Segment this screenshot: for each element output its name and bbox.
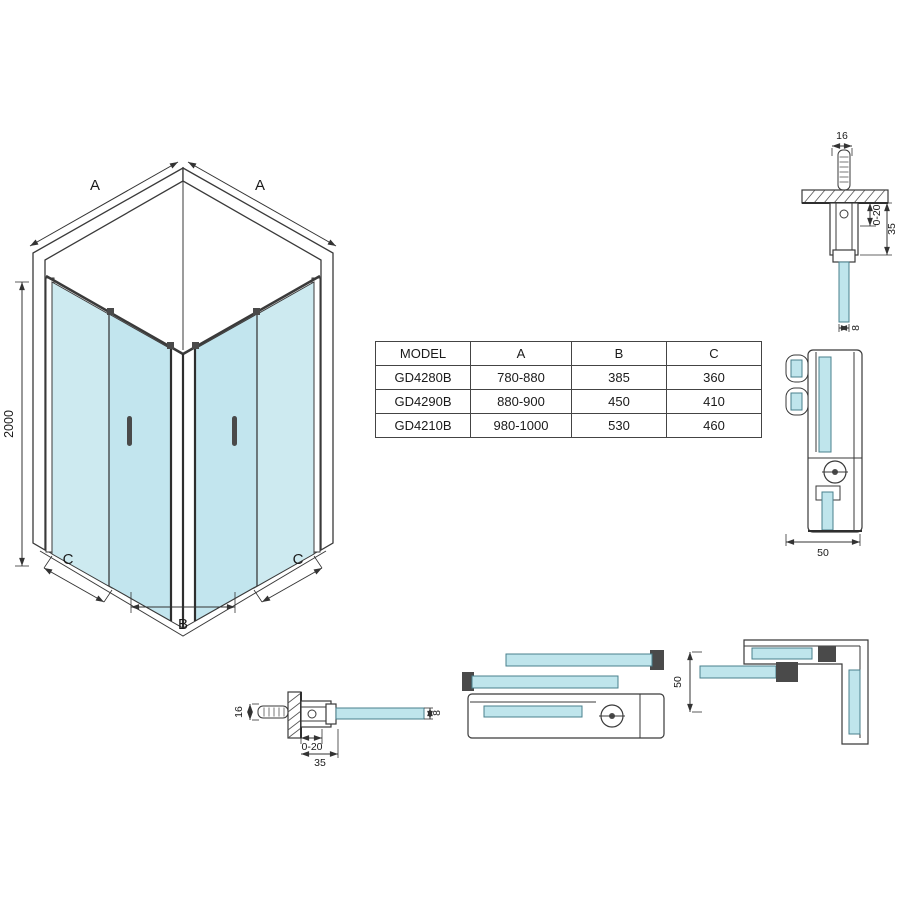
detail-roller-profile-side: 50 (785, 349, 863, 559)
roller-icon (107, 308, 114, 315)
table-header-cell: MODEL (375, 341, 471, 366)
glass-section (483, 705, 583, 718)
glass-section (751, 647, 813, 660)
dim-label-depth: 35 (886, 223, 898, 235)
ext-line (313, 555, 323, 569)
glass-section (335, 707, 425, 720)
dim-label-C-right: C (293, 551, 304, 568)
sliding-door-right (194, 313, 258, 622)
fixed-panel-right (253, 281, 315, 589)
isometric-view (32, 166, 334, 637)
dim-label-adjust: 0-20 (871, 204, 883, 225)
screw-icon (307, 709, 317, 719)
dim-label-profile-width: 50 (817, 547, 829, 559)
dim-label-profile-width: 50 (672, 676, 684, 688)
anchor-ribs (839, 156, 849, 183)
table-cell: 980-1000 (470, 413, 572, 438)
table-header-cell: C (666, 341, 762, 366)
door-handle-right (232, 416, 237, 446)
ext-line (43, 555, 53, 569)
table-header-cell: A (470, 341, 572, 366)
dim-line-A-right (187, 161, 337, 247)
table-cell: 385 (571, 365, 667, 390)
roller-icon (192, 342, 199, 349)
detail-door-overlap-plan (462, 650, 665, 739)
table-cell: GD4290B (375, 389, 471, 414)
detail-wall-bracket-plan: 16 0-20 35 (233, 691, 443, 769)
dim-line-A-left (29, 161, 179, 247)
top-rail-left (45, 274, 184, 356)
dim-label-height: 2000 (2, 410, 16, 438)
corner-connector (818, 646, 836, 662)
roller-icon (253, 308, 260, 315)
glass-section (471, 675, 619, 689)
table-cell: 450 (571, 389, 667, 414)
dim-label-B: B (178, 616, 188, 633)
glass-section (848, 669, 861, 735)
dim-label-glass: 8 (431, 710, 443, 716)
glass-section (505, 653, 653, 667)
dim-label-C-left: C (63, 551, 74, 568)
wall-hatch (287, 692, 302, 739)
anchor-ribs (263, 707, 285, 717)
profile-end-cap (650, 650, 664, 670)
dim-label-A-right: A (255, 177, 265, 194)
iso-dimensions: A A 2000 C C B (2, 161, 337, 633)
glass-clamp (832, 249, 856, 263)
dim-label-anchor-width: 16 (836, 130, 848, 142)
ext-line (253, 589, 263, 603)
ext-line (103, 589, 113, 603)
dim-line-C-left (43, 567, 105, 603)
glass-section (838, 261, 850, 323)
table-cell: 880-900 (470, 389, 572, 414)
dim-line-C-right (261, 567, 323, 603)
table-row: GD4210B 980-1000 530 460 (375, 413, 762, 438)
table-header-cell: B (571, 341, 667, 366)
wall-section (287, 691, 302, 739)
table-cell: 410 (666, 389, 762, 414)
table-row: GD4290B 880-900 450 410 (375, 389, 762, 414)
glass-section (818, 356, 832, 453)
table-cell: 530 (571, 413, 667, 438)
anchor-plug (257, 705, 289, 719)
dim-label-anchor-width: 16 (233, 706, 245, 718)
wall-hatch (803, 189, 886, 204)
detail-wall-bracket-vertical: 16 0-20 (801, 130, 898, 332)
anchor-plug (837, 149, 851, 191)
table-cell: GD4280B (375, 365, 471, 390)
dim-label-adjust: 0-20 (301, 741, 322, 753)
top-rail-right (182, 274, 321, 356)
dimension-table: MODEL A B C GD4280B 780-880 385 360 GD42… (375, 341, 762, 438)
glass-section (790, 392, 803, 411)
table-cell: GD4210B (375, 413, 471, 438)
profile-end-cap (462, 672, 474, 691)
door-handle-left (127, 416, 132, 446)
table-cell: 780-880 (470, 365, 572, 390)
wall-section (801, 189, 889, 204)
sliding-door-left (108, 313, 172, 622)
table-header-row: MODEL A B C (375, 341, 762, 366)
fixed-panel-left (51, 281, 113, 589)
dim-label-A-left: A (90, 177, 100, 194)
roller-icon (167, 342, 174, 349)
profile-end-cap (776, 662, 798, 682)
glass-section (699, 665, 777, 679)
table-row: GD4280B 780-880 385 360 (375, 365, 762, 390)
glass-section (821, 491, 834, 531)
dim-label-depth: 35 (314, 757, 326, 769)
table-cell: 360 (666, 365, 762, 390)
glass-section (790, 359, 803, 378)
table-cell: 460 (666, 413, 762, 438)
dim-label-glass: 8 (850, 325, 862, 331)
screw-icon (839, 209, 849, 219)
detail-corner-joint-plan: 50 (672, 639, 869, 745)
glass-clamp (325, 703, 337, 725)
